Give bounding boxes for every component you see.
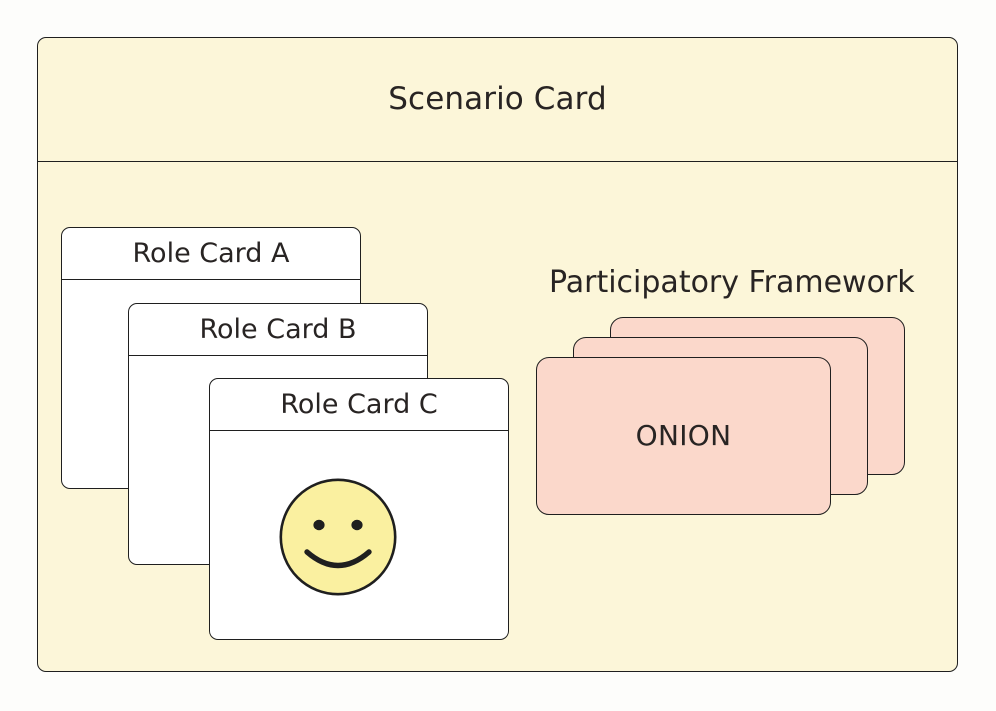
scenario-card-body: Role Card A Role Card B Role Card C (38, 162, 957, 671)
scenario-card-title: Scenario Card (388, 81, 607, 117)
smiley-face-icon (279, 478, 397, 596)
role-card-c[interactable]: Role Card C (209, 378, 509, 640)
onion-card-front[interactable]: ONION (536, 357, 831, 515)
scenario-card: Scenario Card Role Card A Role Card B Ro… (37, 37, 958, 672)
scenario-card-header: Scenario Card (38, 38, 957, 162)
onion-card-label: ONION (635, 419, 732, 452)
role-card-c-title: Role Card C (280, 389, 438, 420)
role-card-c-header: Role Card C (210, 379, 508, 431)
role-card-c-body (210, 431, 508, 639)
role-card-a-title: Role Card A (132, 238, 290, 269)
onion-card-stack: ONION (536, 317, 936, 537)
role-card-b-header: Role Card B (129, 304, 427, 356)
role-card-a-header: Role Card A (62, 228, 360, 280)
role-card-b-title: Role Card B (199, 314, 357, 345)
participatory-framework-label: Participatory Framework (549, 265, 915, 300)
